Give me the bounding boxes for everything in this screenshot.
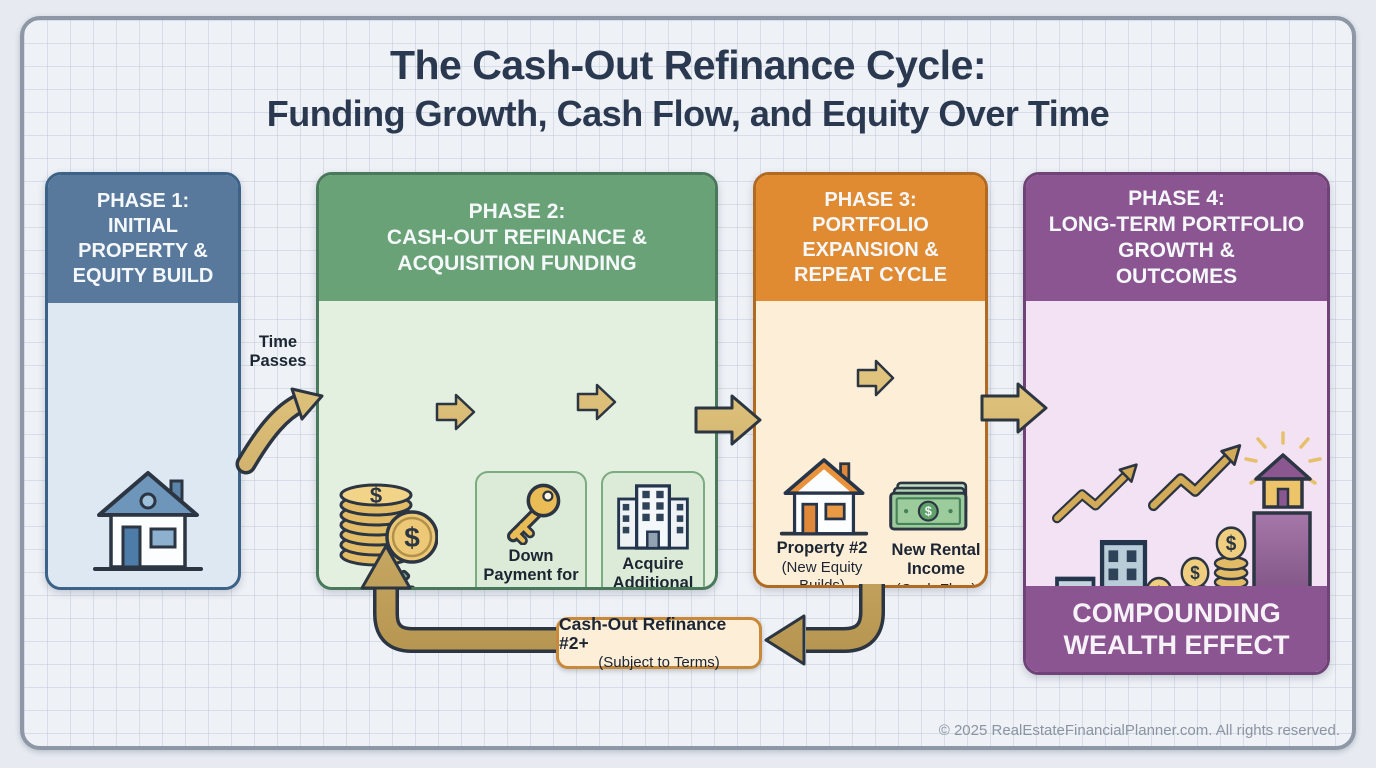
- coin-stack-icon: $ $: [339, 483, 438, 567]
- svg-text:$: $: [925, 503, 932, 518]
- house-icon: [93, 471, 203, 571]
- phase2-header: PHASE 2: CASH-OUT REFINANCE & ACQUISITIO…: [319, 175, 715, 301]
- copyright-text: © 2025 RealEstateFinancialPlanner.com. A…: [938, 722, 1340, 739]
- acquire-units-subbox: Acquire Additional Units (Increased Unit…: [601, 471, 705, 590]
- rental-income-money-icon: $: [889, 481, 968, 531]
- unit-count-trend-arrow-icon: [1052, 463, 1138, 524]
- svg-text:$: $: [1226, 533, 1237, 556]
- cashout-refi2-label: Cash-Out Refinance #2+: [559, 614, 727, 654]
- rental-income-sublabel: (Cash Flow): [884, 581, 985, 585]
- svg-text:$: $: [404, 522, 420, 553]
- key-icon: [507, 483, 561, 545]
- equity-bar-chart-icon: [65, 581, 221, 590]
- property2-label: Property #2: [776, 539, 868, 557]
- property2-sublabel: (New Equity Builds): [781, 559, 863, 588]
- svg-text:$: $: [1190, 562, 1200, 583]
- apartment-building-icon: [617, 484, 689, 550]
- phase4-box: PHASE 4: LONG-TERM PORTFOLIO GROWTH & OU…: [1023, 172, 1330, 675]
- acquire-units-label: Acquire Additional Units: [612, 555, 694, 590]
- down-payment-subbox: Down Payment for Property #2: [475, 471, 587, 587]
- title-line-2: Funding Growth, Cash Flow, and Equity Ov…: [266, 93, 1110, 134]
- phase1-header: PHASE 1: INITIAL PROPERTY & EQUITY BUILD: [48, 175, 238, 303]
- page-title: The Cash-Out Refinance Cycle: Funding Gr…: [0, 42, 1376, 135]
- phase2-box: PHASE 2: CASH-OUT REFINANCE & ACQUISITIO…: [316, 172, 718, 590]
- cashout-refi2-sublabel: (Subject to Terms): [598, 653, 720, 671]
- phase4-header: PHASE 4: LONG-TERM PORTFOLIO GROWTH & OU…: [1026, 175, 1327, 301]
- phase1-box: PHASE 1: INITIAL PROPERTY & EQUITY BUILD…: [45, 172, 241, 590]
- compounding-wealth-banner: COMPOUNDING WEALTH EFFECT: [1026, 586, 1327, 672]
- gear-icon: [362, 565, 416, 587]
- svg-text:$: $: [370, 483, 382, 508]
- phase3-box: PHASE 3: PORTFOLIO EXPANSION & REPEAT CY…: [753, 172, 988, 588]
- cash-flow-trend-arrow-icon: [1148, 444, 1242, 512]
- property2-house-icon: [779, 458, 869, 536]
- phase3-header: PHASE 3: PORTFOLIO EXPANSION & REPEAT CY…: [756, 175, 985, 301]
- time-passes-label: Time Passes: [249, 333, 307, 370]
- title-line-1: The Cash-Out Refinance Cycle:: [389, 42, 987, 88]
- rental-income-label: New Rental Income: [891, 541, 981, 579]
- cashout-refi2-box: Cash-Out Refinance #2+ (Subject to Terms…: [556, 614, 762, 671]
- down-payment-label: Down Payment for Property #2: [483, 547, 579, 587]
